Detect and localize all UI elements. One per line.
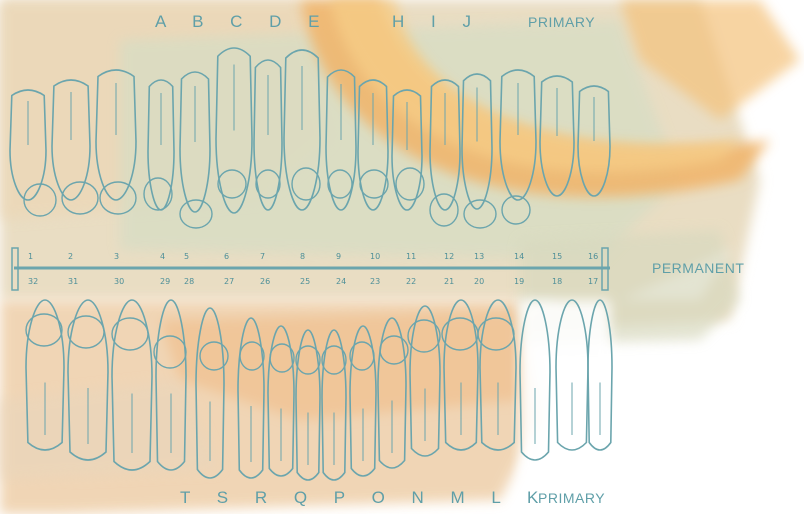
tooth-number: 10	[370, 252, 380, 261]
tooth-number: 16	[588, 252, 598, 261]
tooth-number: 25	[300, 277, 310, 286]
tooth-number: 22	[406, 277, 416, 286]
lower-primary-label: PRIMARY	[538, 490, 605, 506]
upper-primary-label: PRIMARY	[528, 14, 595, 30]
tooth-number: 2	[68, 252, 73, 261]
tooth-number: 23	[370, 277, 380, 286]
upper-primary-letters: A B C D E	[155, 12, 331, 32]
lower-primary-letters: T S R Q P O N M L K	[180, 488, 549, 508]
tooth-number: 28	[184, 277, 194, 286]
tooth-number: 27	[224, 277, 234, 286]
tooth-number: 13	[474, 252, 484, 261]
permanent-label: PERMANENT	[652, 260, 744, 276]
tooth-number: 12	[444, 252, 454, 261]
tooth-number: 6	[224, 252, 229, 261]
tooth-number: 24	[336, 277, 346, 286]
tooth-number: 29	[160, 277, 170, 286]
tooth-number: 31	[68, 277, 78, 286]
tooth-number: 26	[260, 277, 270, 286]
tooth-number: 4	[160, 252, 165, 261]
tooth-number: 17	[588, 277, 598, 286]
tooth-number: 19	[514, 277, 524, 286]
tooth-number: 18	[552, 277, 562, 286]
tooth-number: 9	[336, 252, 341, 261]
tooth-number: 3	[114, 252, 119, 261]
tooth-number: 7	[260, 252, 265, 261]
tooth-number: 32	[28, 277, 38, 286]
upper-primary-letters-right: H I J	[392, 12, 482, 32]
tooth-number: 20	[474, 277, 484, 286]
tooth-number: 30	[114, 277, 124, 286]
tooth-number: 15	[552, 252, 562, 261]
tooth-number: 1	[28, 252, 33, 261]
tooth-number: 8	[300, 252, 305, 261]
tooth-number: 14	[514, 252, 524, 261]
tooth-number: 21	[444, 277, 454, 286]
tooth-number: 11	[406, 252, 416, 261]
tooth-number: 5	[184, 252, 189, 261]
